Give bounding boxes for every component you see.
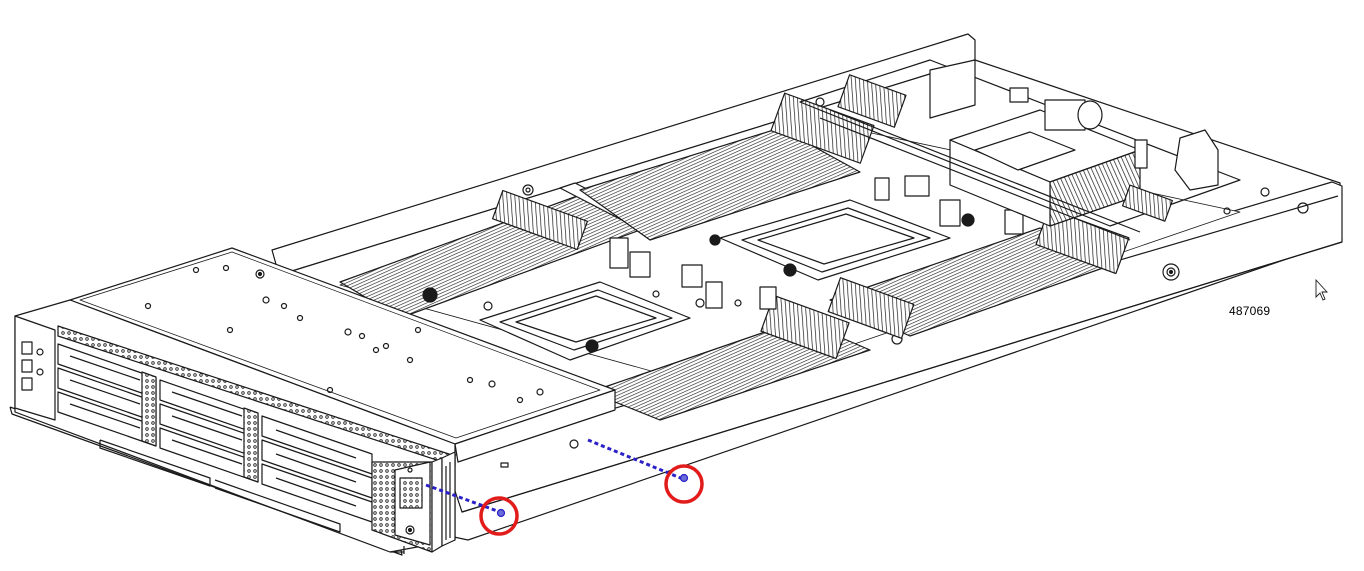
drive-bays bbox=[57, 343, 373, 523]
screw-callout-front bbox=[425, 483, 519, 536]
cpu-socket-1 bbox=[479, 281, 705, 361]
cpu-socket-2 bbox=[709, 199, 975, 281]
screw-callout-rear bbox=[587, 438, 704, 504]
figure-number: 487069 bbox=[1229, 304, 1271, 318]
drive-cage bbox=[69, 247, 616, 463]
bottom-rail bbox=[99, 439, 405, 554]
board-components bbox=[422, 70, 1270, 310]
heatsink bbox=[949, 109, 1141, 227]
riser-bracket bbox=[799, 59, 1241, 241]
dimm-bank-rear-center bbox=[579, 92, 875, 241]
rear-components bbox=[837, 74, 1219, 222]
dimm-bank-front-left bbox=[589, 294, 871, 421]
mouse-pointer-icon bbox=[1315, 278, 1329, 301]
bezel-handle-block bbox=[371, 451, 456, 553]
